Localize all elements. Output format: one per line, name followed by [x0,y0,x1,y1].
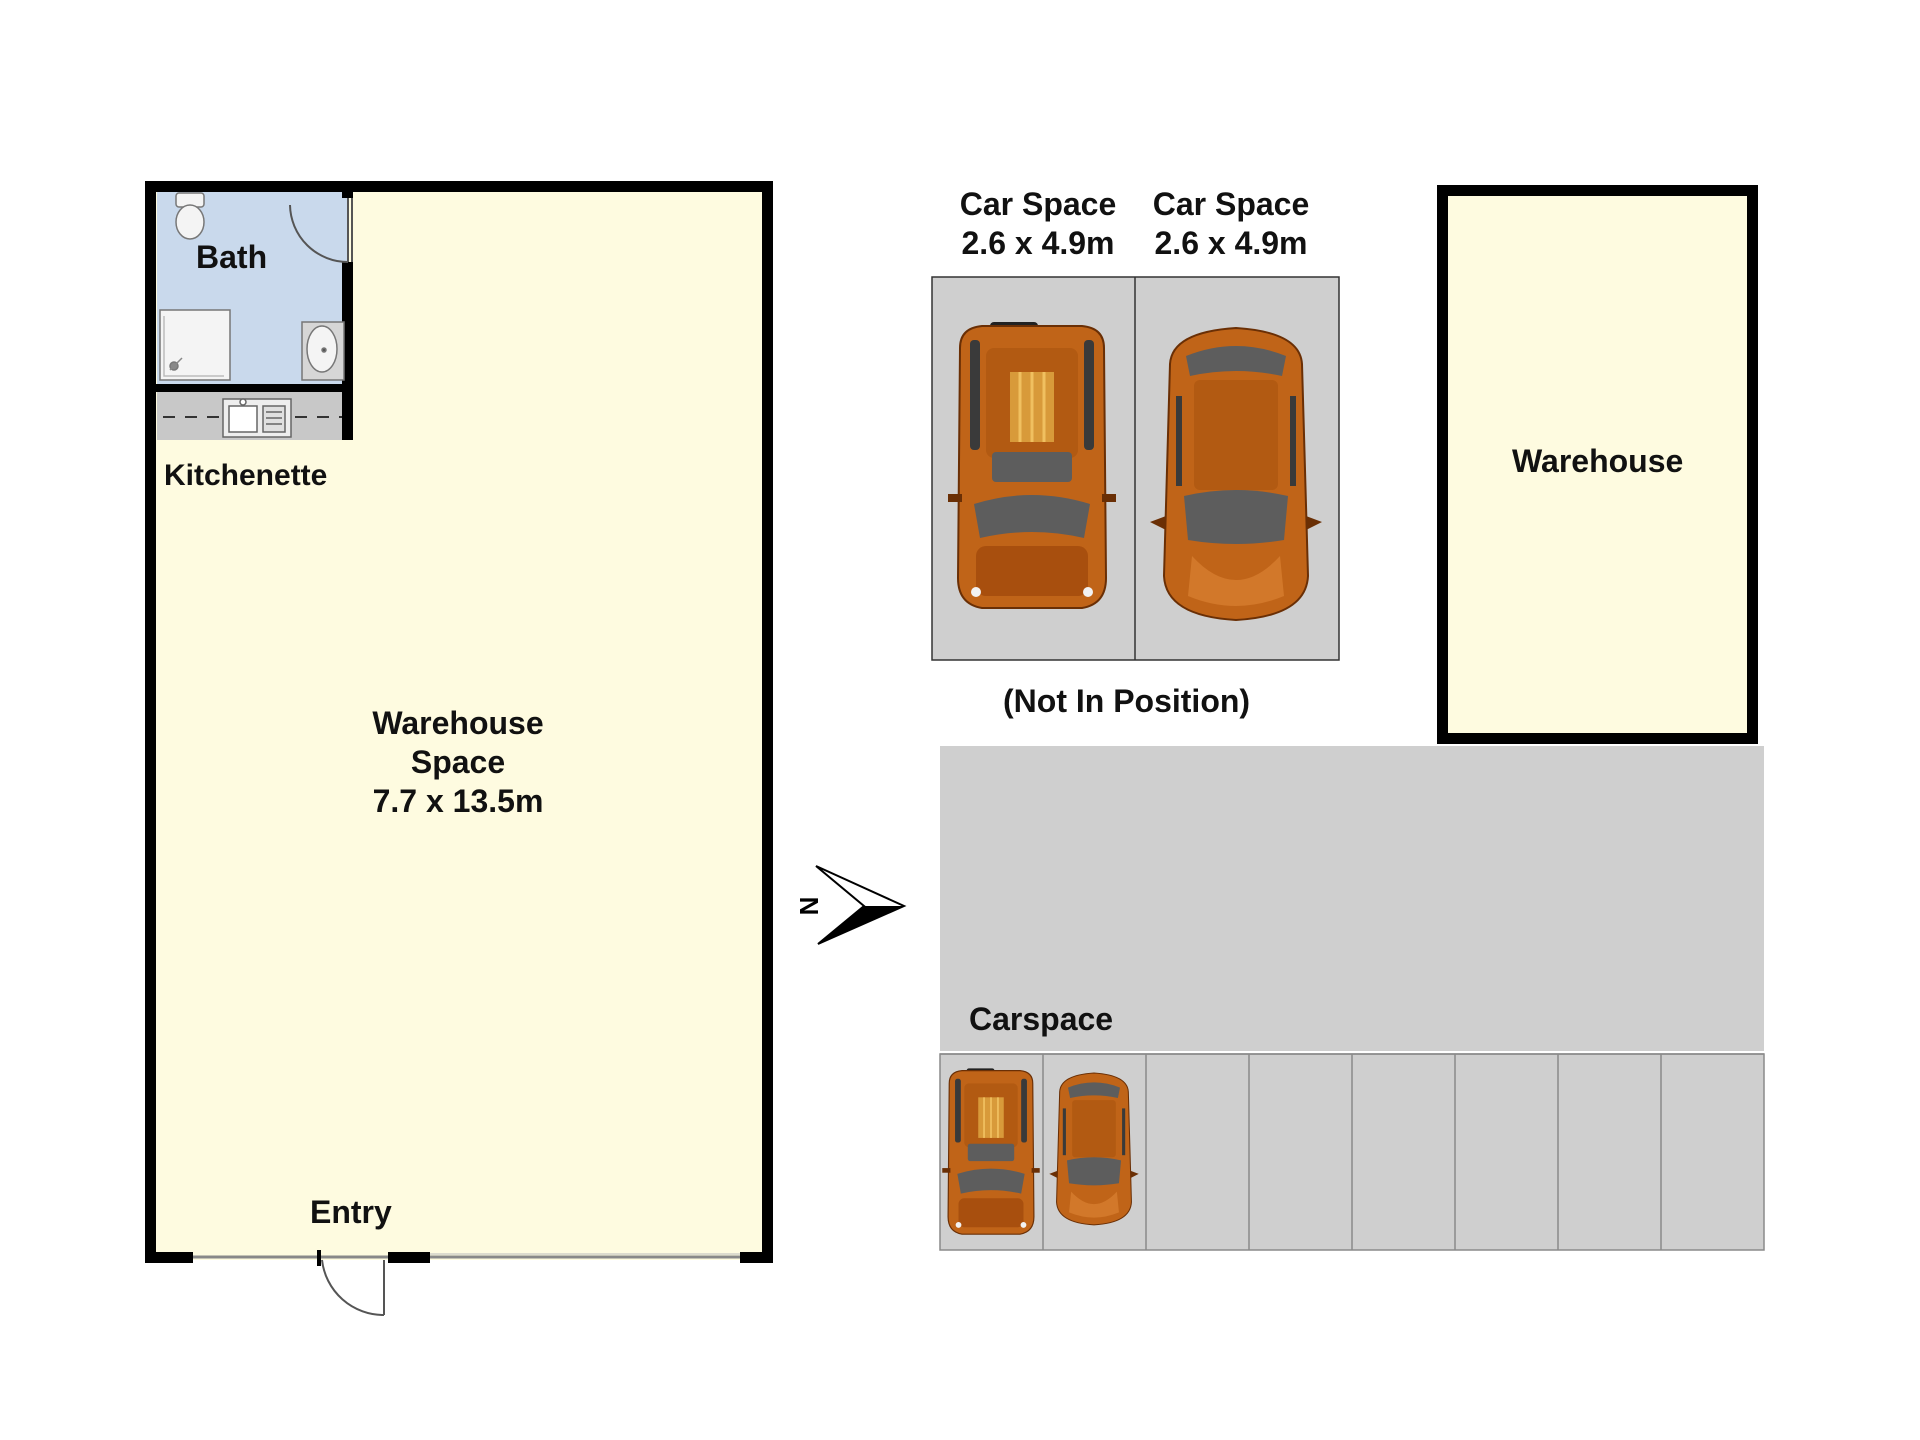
car-space-1-dimensions: 2.6 x 4.9m [961,225,1115,262]
north-arrow-icon: N [794,865,907,945]
warehouse-walls [1437,185,1758,744]
car-space-2-label: Car Space 2.6 x 4.9m [1141,185,1321,263]
carspace-label: Carspace [969,1001,1114,1037]
warehouse-floor [1444,192,1752,738]
warehouse-space-label: Warehouse Space 7.7 x 13.5m [358,704,558,821]
entry-door-icon [317,1250,385,1317]
car-icon-bay-2 [1048,1072,1140,1226]
bath-door-icon [289,198,353,263]
warehouse-space-title: Warehouse [372,705,544,741]
not-in-position-label: (Not In Position) [1003,683,1251,719]
kitchen-sink-icon [222,398,292,438]
warehouse-space-subtitle: Space [410,744,506,781]
warehouse-label: Warehouse [1512,443,1684,479]
car-icon-bay-1 [941,1067,1041,1236]
warehouse-space-dimensions: 7.7 x 13.5m [372,783,544,820]
toilet-icon [175,192,205,240]
north-label: N [794,897,824,916]
car-icon-hatch [1149,327,1323,621]
car-space-1-title: Car Space [959,186,1117,222]
carspace-driveway [940,746,1764,1051]
basin-icon [301,321,345,381]
car-space-2-dimensions: 2.6 x 4.9m [1154,225,1308,262]
entry-label: Entry [310,1194,392,1230]
car-icon-suv [946,320,1118,610]
bath-label: Bath [196,239,268,275]
carspace-bay-lines [1042,1054,1662,1250]
shower-icon [159,309,231,381]
car-space-2-title: Car Space [1152,186,1310,222]
kitchenette-label: Kitchenette [164,459,328,492]
car-space-1-label: Car Space 2.6 x 4.9m [948,185,1128,263]
unit-walls [145,181,773,1263]
